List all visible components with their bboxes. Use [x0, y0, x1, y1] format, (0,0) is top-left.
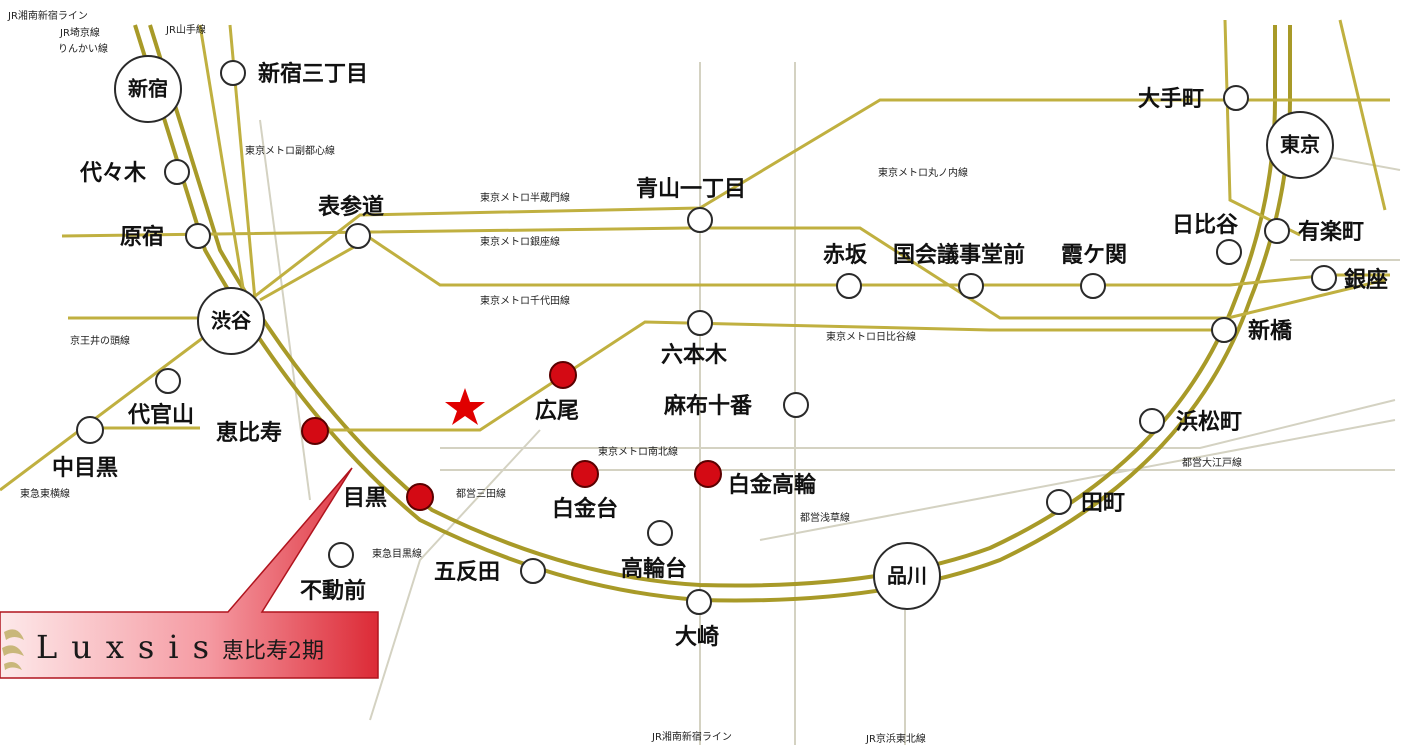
station-marker-highlight[interactable]: [549, 361, 577, 389]
station-marker[interactable]: [686, 589, 712, 615]
station-marker[interactable]: [1216, 239, 1242, 265]
station-label: 新橋: [1248, 318, 1293, 344]
station-label: 原宿: [120, 224, 164, 250]
line-label: 東急東横線: [20, 487, 70, 500]
line-label: 東京メトロ南北線: [598, 445, 678, 458]
yamanote-loop: [133, 24, 1292, 603]
station-label: 日比谷: [1172, 213, 1239, 238]
station-label: 白金台: [552, 496, 618, 522]
brand-name: Luxsis: [36, 628, 223, 666]
station-label: 大崎: [675, 625, 719, 650]
station-label: 広尾: [535, 398, 579, 424]
line-label: 東京メトロ副都心線: [245, 144, 335, 157]
line-label: 都営大江戸線: [1182, 456, 1242, 469]
line-label: JR湘南新宿ライン: [7, 9, 88, 22]
line-label: 東京メトロ日比谷線: [826, 330, 916, 343]
station-marker[interactable]: [1311, 265, 1337, 291]
station-marker[interactable]: [1080, 273, 1106, 299]
station-marker[interactable]: [1223, 85, 1249, 111]
station-marker[interactable]: [76, 416, 104, 444]
station-marker-highlight[interactable]: [694, 460, 722, 488]
station-marker-highlight[interactable]: [406, 483, 434, 511]
line-label: 東京メトロ丸ノ内線: [878, 166, 968, 179]
station-label: 恵比寿: [216, 420, 282, 446]
hub-label: 新宿: [128, 77, 168, 101]
hub-shinjuku[interactable]: 新宿: [114, 55, 182, 123]
station-label: 中目黒: [52, 456, 118, 481]
station-label: 代々木: [79, 161, 147, 186]
thin-lines: [259, 62, 1401, 745]
station-marker[interactable]: [958, 273, 984, 299]
station-label: 麻布十番: [663, 393, 753, 419]
line-label: 東急目黒線: [372, 547, 422, 560]
station-label: 大手町: [1138, 87, 1204, 112]
line-label: りんかい線: [58, 42, 108, 55]
station-label: 新宿三丁目: [258, 61, 368, 87]
station-label: 青山一丁目: [636, 177, 746, 202]
station-label: 赤坂: [823, 243, 868, 268]
station-label: 不動前: [300, 578, 366, 604]
line-label: 都営三田線: [456, 487, 506, 500]
station-marker[interactable]: [687, 207, 713, 233]
station-label: 代官山: [127, 402, 194, 428]
station-marker[interactable]: [687, 310, 713, 336]
station-marker[interactable]: [345, 223, 371, 249]
station-labels: 新宿三丁目 代々木 原宿 表参道 青山一丁目 赤坂 国会議事堂前 霞ケ関 日比谷…: [52, 61, 1388, 650]
station-label: 六本木: [661, 343, 728, 368]
stations: [76, 60, 1337, 615]
hub-label: 東京: [1280, 133, 1320, 157]
station-marker-highlight[interactable]: [301, 417, 329, 445]
hub-shinagawa[interactable]: 品川: [873, 542, 941, 610]
station-marker[interactable]: [520, 558, 546, 584]
station-label: 高輪台: [621, 556, 687, 582]
station-marker[interactable]: [783, 392, 809, 418]
station-marker[interactable]: [1264, 218, 1290, 244]
line-label: JR山手線: [165, 23, 206, 36]
station-marker[interactable]: [164, 159, 190, 185]
line-label: 京王井の頭線: [70, 334, 130, 347]
station-marker[interactable]: [836, 273, 862, 299]
line-label: JR湘南新宿ライン: [651, 730, 732, 743]
station-label: 有楽町: [1298, 219, 1364, 245]
station-marker-highlight[interactable]: [571, 460, 599, 488]
station-marker[interactable]: [1139, 408, 1165, 434]
hub-label: 品川: [887, 564, 927, 588]
hub-label: 渋谷: [211, 309, 252, 333]
callout-subtitle: 恵比寿2期: [222, 639, 324, 664]
line-label: 都営浅草線: [800, 511, 850, 524]
station-label: 五反田: [434, 560, 500, 585]
line-label: 東京メトロ半蔵門線: [480, 191, 570, 204]
property-callout[interactable]: Luxsis 恵比寿2期: [0, 467, 379, 679]
line-label: JR埼京線: [59, 26, 100, 39]
station-marker[interactable]: [185, 223, 211, 249]
station-marker[interactable]: [220, 60, 246, 86]
line-labels: JR湘南新宿ライン JR埼京線 りんかい線 JR山手線 東京メトロ副都心線 東京…: [7, 9, 1242, 745]
station-marker[interactable]: [155, 368, 181, 394]
station-marker[interactable]: [1046, 489, 1072, 515]
hub-tokyo[interactable]: 東京: [1266, 111, 1334, 179]
line-label: 東京メトロ銀座線: [480, 235, 560, 248]
station-label: 目黒: [343, 486, 387, 511]
station-label: 霞ケ関: [1061, 243, 1127, 268]
station-label: 銀座: [1344, 267, 1388, 293]
station-label: 国会議事堂前: [893, 242, 1025, 268]
station-marker[interactable]: [328, 542, 354, 568]
line-label: JR京浜東北線: [865, 732, 926, 745]
station-label: 表参道: [318, 194, 384, 220]
station-label: 白金高輪: [728, 472, 817, 498]
station-label: 田町: [1081, 491, 1125, 516]
station-label: 浜松町: [1176, 410, 1242, 435]
line-label: 東京メトロ千代田線: [480, 294, 570, 307]
hub-shibuya[interactable]: 渋谷: [197, 287, 265, 355]
star-icon: [445, 388, 485, 425]
station-marker[interactable]: [647, 520, 673, 546]
station-marker[interactable]: [1211, 317, 1237, 343]
luxsis-logo-icon: [2, 629, 24, 670]
